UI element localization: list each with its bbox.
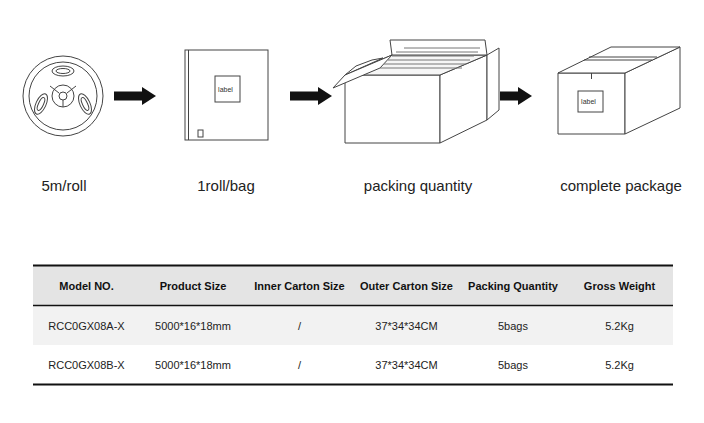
- table-header: Product Size: [140, 266, 246, 306]
- carton-stage: packing quantity: [338, 34, 498, 200]
- table-cell: 5bags: [460, 345, 566, 384]
- table-cell: 37*34*34CM: [353, 345, 460, 384]
- table-header: Packing Quantity: [460, 266, 566, 306]
- carton-stage: label complete package: [554, 38, 688, 200]
- table-cell: RCC0GX08A-X: [33, 306, 140, 345]
- flow-arrow: [114, 87, 156, 105]
- flow-arrow: [500, 87, 532, 105]
- table-cell: /: [246, 306, 353, 345]
- flow-arrow: [290, 87, 332, 105]
- table-cell: 5000*16*18mm: [140, 345, 246, 384]
- table-header: Model NO.: [33, 266, 140, 306]
- table-cell: /: [246, 345, 353, 384]
- reel-stage: 5m/roll: [16, 50, 112, 200]
- stage-caption: packing quantity: [338, 177, 498, 194]
- bag-stage: label 1roll/bag: [178, 46, 274, 200]
- table-cell: 5.2Kg: [566, 345, 673, 384]
- stage-caption: 1roll/bag: [178, 177, 274, 194]
- table-cell: 5.2Kg: [566, 306, 673, 345]
- table-cell: 37*34*34CM: [353, 306, 460, 345]
- table-cell: 5bags: [460, 306, 566, 345]
- table-header: Outer Carton Size: [353, 266, 460, 306]
- stage-caption: 5m/roll: [16, 177, 112, 194]
- table-cell: 5000*16*18mm: [140, 306, 246, 345]
- label-tag: label: [576, 91, 601, 112]
- label-tag: label: [213, 76, 238, 102]
- table-cell: RCC0GX08B-X: [33, 345, 140, 384]
- stage-caption: complete package: [554, 177, 688, 194]
- table-header: Gross Weight: [566, 266, 673, 306]
- table-header: Inner Carton Size: [246, 266, 353, 306]
